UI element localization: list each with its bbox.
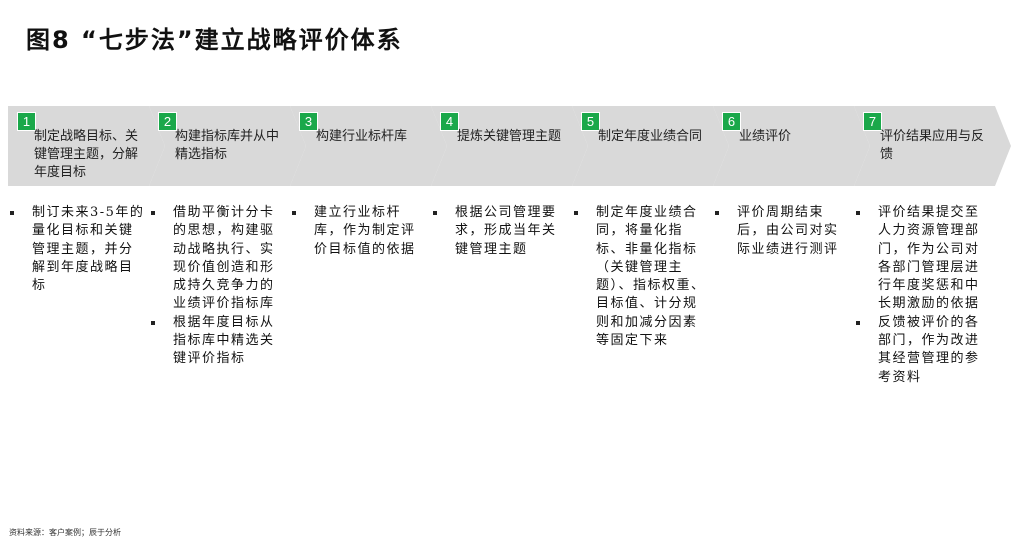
bullet-text: 建立行业标杆库，作为制定评价目标值的依据 bbox=[314, 205, 416, 257]
bullet-icon bbox=[856, 320, 860, 325]
bullet-text: 借助平衡计分卡的思想，构建驱动战略执行、实现价值创造和形成持久竞争力的业绩评价指… bbox=[173, 205, 275, 312]
bullet-item: 建立行业标杆库，作为制定评价目标值的依据 bbox=[292, 204, 427, 259]
step-description-3: 建立行业标杆库，作为制定评价目标值的依据 bbox=[292, 204, 427, 259]
step-chevron-4: 4 提炼关键管理主题 bbox=[431, 106, 591, 186]
bullet-text: 根据公司管理要求，形成当年关键管理主题 bbox=[455, 205, 557, 257]
bullet-item: 反馈被评价的各部门，作为改进其经营管理的参考资料 bbox=[856, 314, 991, 387]
bullet-item: 制订未来3-5年的量化目标和关键管理主题，并分解到年度战略目标 bbox=[10, 204, 145, 295]
bullet-item: 根据年度目标从指标库中精选关键评价指标 bbox=[151, 314, 286, 369]
bullet-text: 制订未来3-5年的量化目标和关键管理主题，并分解到年度战略目标 bbox=[32, 205, 145, 294]
bullet-text: 根据年度目标从指标库中精选关键评价指标 bbox=[173, 314, 275, 367]
step-description-1: 制订未来3-5年的量化目标和关键管理主题，并分解到年度战略目标 bbox=[10, 204, 145, 295]
bullet-icon bbox=[715, 211, 719, 215]
step-label: 构建行业标杆库 bbox=[316, 129, 408, 144]
step-number-badge: 4 bbox=[440, 112, 459, 131]
step-label: 业绩评价 bbox=[739, 129, 792, 144]
chevron-shape bbox=[572, 106, 729, 186]
bullet-icon bbox=[574, 211, 578, 215]
step-chevron-6: 6 业绩评价 bbox=[713, 106, 873, 186]
step-number-badge: 1 bbox=[17, 112, 36, 131]
bullet-icon bbox=[151, 211, 155, 215]
step-label: 提炼关键管理主题 bbox=[457, 129, 562, 144]
bullet-text: 评价结果提交至人力资源管理部门，作为公司对各部门管理层进行年度奖惩和中长期激励的… bbox=[878, 205, 980, 312]
chevron-shape bbox=[8, 106, 165, 186]
step-description-2: 借助平衡计分卡的思想，构建驱动战略执行、实现价值创造和形成持久竞争力的业绩评价指… bbox=[151, 204, 286, 369]
page-title: 图8 “七步法”建立战略评价体系 bbox=[26, 26, 403, 54]
step-description-4: 根据公司管理要求，形成当年关键管理主题 bbox=[433, 204, 568, 259]
step-description-6: 评价周期结束后，由公司对实际业绩进行测评 bbox=[715, 204, 850, 259]
step-chevron-1: 1 制定战略目标、关键管理主题，分解年度目标 bbox=[8, 106, 168, 186]
step-chevron-5: 5 制定年度业绩合同 bbox=[572, 106, 732, 186]
step-label: 制定年度业绩合同 bbox=[598, 129, 703, 144]
chevron-shape bbox=[713, 106, 870, 186]
bullet-icon bbox=[856, 211, 860, 215]
step-chevron-7: 7 评价结果应用与反馈 bbox=[854, 106, 1014, 186]
step-description-7: 评价结果提交至人力资源管理部门，作为公司对各部门管理层进行年度奖惩和中长期激励的… bbox=[856, 204, 991, 387]
bullet-text: 制定年度业绩合同，将量化指标、非量化指标（关键管理主题）、指标权重、目标值、计分… bbox=[596, 205, 706, 349]
chevron-shape bbox=[431, 106, 588, 186]
chevron-shape bbox=[290, 106, 447, 186]
bullet-text: 反馈被评价的各部门，作为改进其经营管理的参考资料 bbox=[878, 314, 980, 385]
step-number-badge: 5 bbox=[581, 112, 600, 131]
bullet-item: 借助平衡计分卡的思想，构建驱动战略执行、实现价值创造和形成持久竞争力的业绩评价指… bbox=[151, 204, 286, 314]
bullet-icon bbox=[151, 320, 155, 325]
bullet-icon bbox=[292, 211, 296, 215]
step-label: 构建指标库并从中精选指标 bbox=[175, 129, 280, 162]
step-label: 制定战略目标、关键管理主题，分解年度目标 bbox=[34, 129, 139, 180]
step-number-badge: 7 bbox=[863, 112, 882, 131]
step-chevron-3: 3 构建行业标杆库 bbox=[290, 106, 450, 186]
step-chevron-2: 2 构建指标库并从中精选指标 bbox=[149, 106, 309, 186]
bullet-text: 评价周期结束后，由公司对实际业绩进行测评 bbox=[737, 205, 839, 257]
step-number-badge: 2 bbox=[158, 112, 177, 131]
chevron-shape bbox=[854, 106, 1011, 186]
source-note: 资料来源：客户案例；辰于分析 bbox=[9, 528, 121, 537]
chevron-shape bbox=[149, 106, 306, 186]
bullet-item: 根据公司管理要求，形成当年关键管理主题 bbox=[433, 204, 568, 259]
step-number-badge: 3 bbox=[299, 112, 318, 131]
step-description-5: 制定年度业绩合同，将量化指标、非量化指标（关键管理主题）、指标权重、目标值、计分… bbox=[574, 204, 709, 350]
bullet-icon bbox=[10, 211, 14, 215]
bullet-item: 评价周期结束后，由公司对实际业绩进行测评 bbox=[715, 204, 850, 259]
step-label: 评价结果应用与反馈 bbox=[880, 129, 985, 162]
bullet-item: 评价结果提交至人力资源管理部门，作为公司对各部门管理层进行年度奖惩和中长期激励的… bbox=[856, 204, 991, 314]
step-number-badge: 6 bbox=[722, 112, 741, 131]
bullet-icon bbox=[433, 211, 437, 215]
bullet-item: 制定年度业绩合同，将量化指标、非量化指标（关键管理主题）、指标权重、目标值、计分… bbox=[574, 204, 709, 350]
